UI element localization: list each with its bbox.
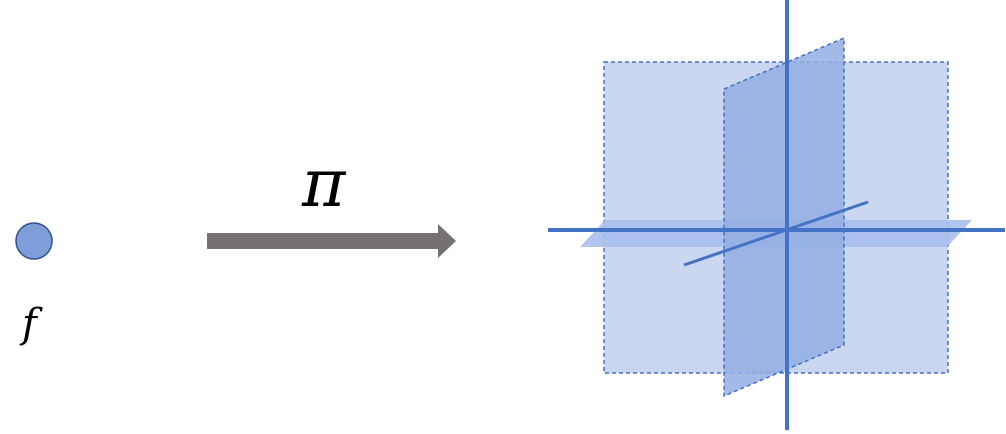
projection-arrow (207, 224, 456, 258)
depth-axis (683, 200, 869, 267)
arrow-head (438, 224, 456, 258)
projection-label: π (301, 145, 347, 222)
arrow-shaft (207, 233, 440, 249)
function-label: f (19, 301, 43, 347)
sagittal-plane (723, 36, 845, 398)
coordinate-planes (548, 0, 1005, 430)
function-point (15, 222, 53, 260)
